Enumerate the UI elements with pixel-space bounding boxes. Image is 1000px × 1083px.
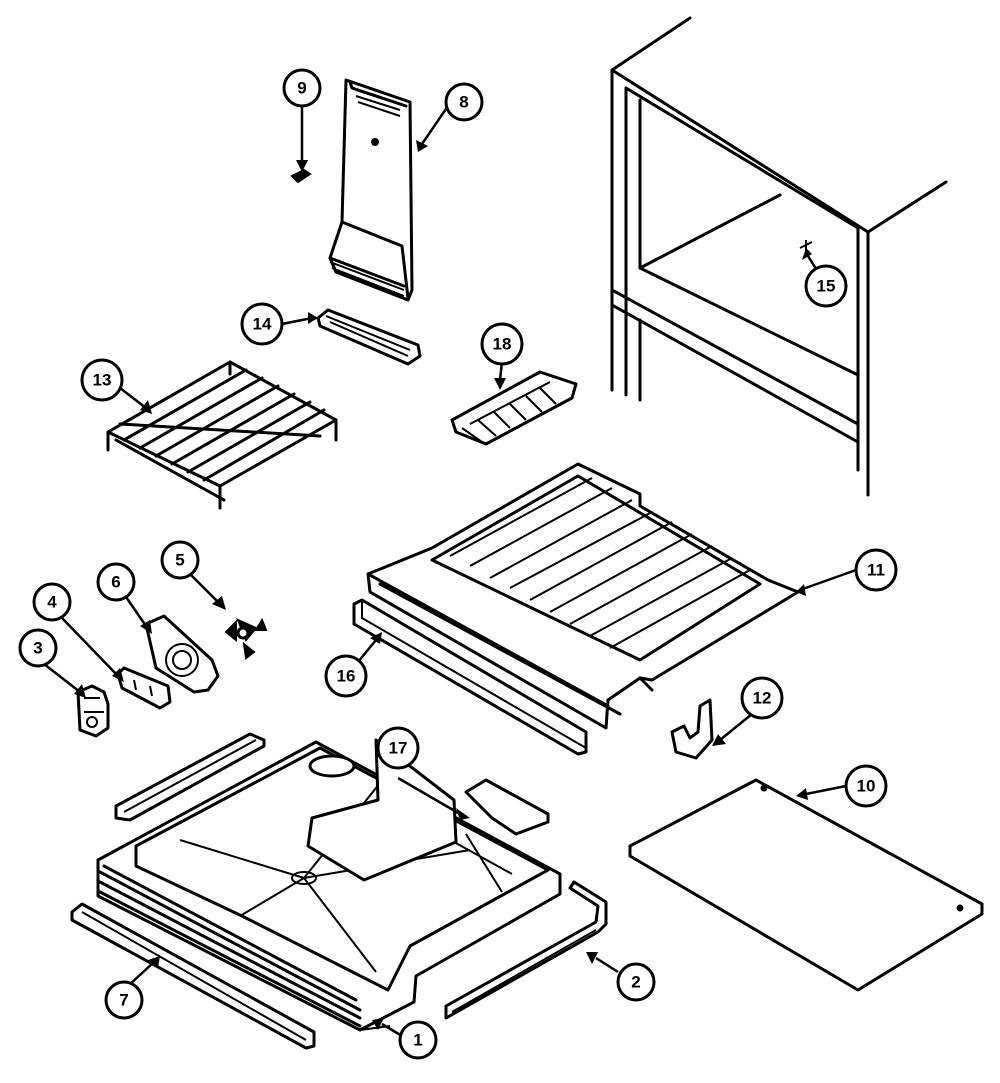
cabinet-frame [610,16,948,497]
svg-text:17: 17 [389,739,408,758]
fan-blade [224,617,268,660]
callout-6: 6 [96,562,136,602]
shelf-trim [352,598,588,756]
svg-text:7: 7 [119,991,128,1010]
svg-text:12: 12 [753,689,772,708]
drain-cover [464,778,550,836]
callout-17: 17 [376,726,420,770]
bracket [116,666,172,710]
svg-text:3: 3 [33,639,42,658]
ice-tray [450,370,578,446]
air-duct-cover [328,78,414,302]
callout-2: 2 [616,962,656,1002]
callout-16: 16 [324,654,368,698]
callout-11: 11 [854,548,898,592]
shelf-bracket [670,698,714,760]
callout-18: 18 [480,322,524,366]
svg-text:10: 10 [857,777,876,796]
control-knob [76,684,110,738]
screw [290,168,312,184]
wire-shelf [106,360,338,510]
svg-text:16: 16 [337,667,356,686]
callout-14: 14 [240,302,284,346]
callout-4: 4 [32,582,72,622]
svg-text:9: 9 [297,79,306,98]
svg-text:18: 18 [493,335,512,354]
svg-text:5: 5 [175,551,184,570]
upper-rail [114,732,266,822]
shelf-frame [366,462,800,730]
svg-text:15: 15 [817,277,836,296]
callout-1: 1 [398,1020,438,1060]
callout-3: 3 [18,628,58,668]
right-rail [444,880,608,1020]
left-rail [70,902,316,1050]
base-pan [96,738,562,1032]
callout-7: 7 [104,980,144,1020]
svg-text:2: 2 [631,973,640,992]
callout-12: 12 [740,676,784,720]
callout-9: 9 [282,68,322,108]
svg-text:8: 8 [459,93,468,112]
callout-13: 13 [80,358,124,402]
svg-text:6: 6 [111,573,120,592]
callout-5: 5 [160,540,200,580]
damper-bracket [316,308,422,366]
svg-text:1: 1 [413,1031,422,1050]
svg-text:14: 14 [253,315,272,334]
fan-shroud [144,614,220,694]
svg-text:4: 4 [47,593,57,612]
callout-15: 15 [804,264,848,308]
svg-text:13: 13 [93,371,112,390]
callout-10: 10 [844,764,888,808]
callout-8: 8 [444,82,484,122]
svg-text:11: 11 [867,561,885,580]
crisper-cover-panel [628,778,984,992]
